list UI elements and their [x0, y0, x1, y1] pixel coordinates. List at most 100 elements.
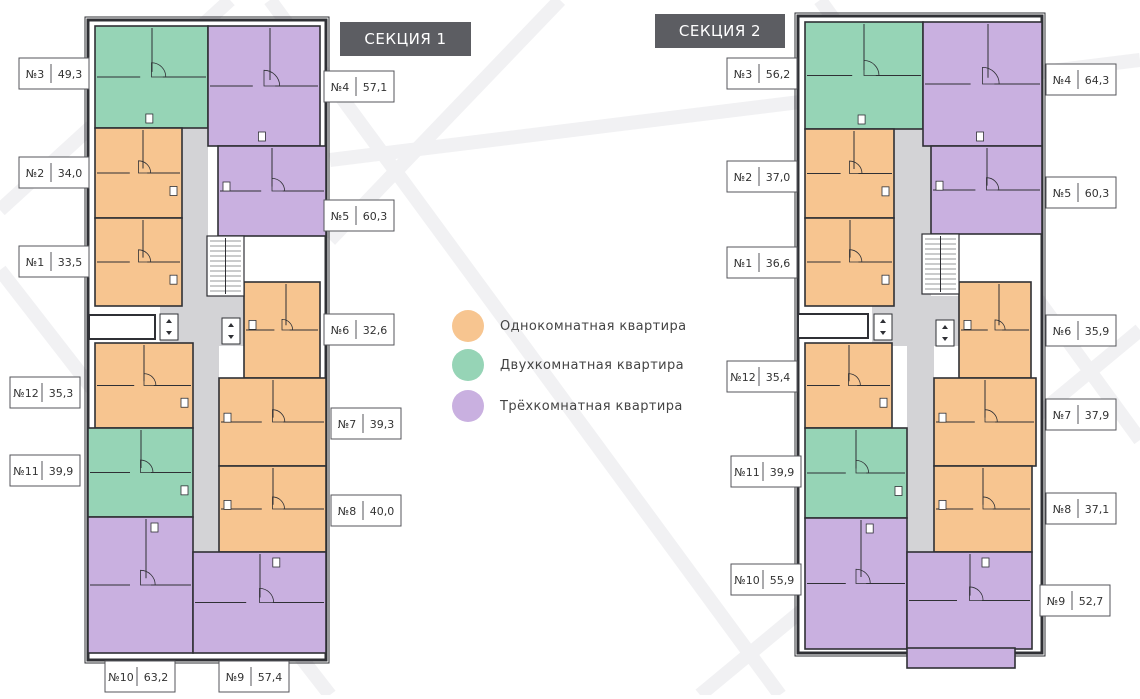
corridor [193, 346, 219, 552]
apartment-number: №7 [338, 418, 356, 431]
sanitary-fixture [865, 523, 874, 534]
apartment [243, 281, 321, 379]
apartment-area-value: 64,3 [1085, 74, 1110, 87]
section-2-title: СЕКЦИЯ 2 [655, 14, 785, 48]
apartment [87, 427, 194, 518]
apartment-label: №9 52,7 [1039, 584, 1111, 617]
elevator-shaft [221, 317, 241, 345]
sanitary-fixture [223, 412, 232, 423]
legend-swatch-three-room [452, 390, 484, 422]
apartment-number: №12 [13, 387, 38, 400]
sanitary-fixture [857, 114, 866, 125]
corridor [907, 346, 934, 552]
apartment-label-box [730, 455, 802, 488]
apartment-label-box [323, 313, 395, 346]
sanitary-fixture [976, 131, 984, 142]
door-swing [855, 568, 871, 584]
apartment-label-box [18, 245, 90, 278]
entrance-tab [797, 313, 869, 339]
apartment-label: №7 37,9 [1045, 398, 1117, 431]
sanitary-fixture [963, 319, 972, 330]
apartment-area-value: 34,0 [58, 167, 83, 180]
apartment-label-box [323, 199, 395, 232]
sanitary-fixture [169, 186, 178, 196]
apartment-area-value: 39,3 [370, 418, 395, 431]
door-swing [848, 373, 861, 386]
apartment [218, 377, 327, 467]
apartment-area-value: 57,1 [363, 81, 388, 94]
apartment-area-value: 55,9 [770, 574, 795, 587]
door-swing [849, 160, 863, 174]
apartment [207, 25, 321, 147]
sanitary-fixture [938, 499, 947, 510]
door-swing [138, 160, 152, 174]
apartment [804, 128, 895, 219]
apartment-number: №2 [26, 167, 44, 180]
apartment-number: №2 [734, 171, 752, 184]
apartment-area-value: 52,7 [1079, 595, 1104, 608]
sanitary-fixture [223, 499, 232, 510]
apartment-label-box [1045, 63, 1117, 96]
apartment-label: №5 60,3 [1045, 176, 1117, 209]
apartment [906, 551, 1033, 650]
sanitary-fixture [894, 486, 903, 496]
door-swing [994, 319, 1006, 331]
apartment [804, 427, 908, 519]
apartment [933, 465, 1033, 553]
apartment [217, 145, 327, 237]
apartment [922, 21, 1043, 147]
apartment [87, 516, 194, 654]
door-swing [143, 373, 157, 386]
door-swing [863, 60, 880, 76]
apartment-label: №2 34,0 [18, 156, 90, 189]
elevator-shaft [159, 313, 179, 341]
section-plan [794, 12, 1046, 657]
apartment-area-value: 37,0 [766, 171, 791, 184]
section-plan [84, 16, 330, 664]
door-swing [138, 249, 152, 263]
apartment [958, 281, 1032, 379]
apartment-label-box [730, 563, 802, 596]
elevator-arrows-icon [880, 319, 886, 335]
apartment-number: №12 [730, 371, 755, 384]
apartment-number: №7 [1053, 409, 1071, 422]
apartment-area-value: 56,2 [766, 68, 791, 81]
sanitary-fixture [881, 186, 890, 197]
apartment [804, 342, 893, 429]
apartment-label-box [18, 156, 90, 189]
apartment-number: №3 [26, 68, 44, 81]
apartment-label-box [726, 360, 798, 393]
apartment [192, 551, 327, 654]
apartment-label-box [9, 376, 81, 409]
apartment [933, 377, 1037, 467]
door-swing [986, 177, 1000, 191]
apartment-number: №11 [13, 465, 38, 478]
apartment-number: №5 [1053, 187, 1071, 200]
apartment-number: №6 [331, 324, 349, 337]
apartment-label-box [1045, 492, 1117, 525]
apartment-number: №11 [734, 466, 759, 479]
apartment-label-box [726, 57, 798, 90]
apartment-area-value: 60,3 [1085, 187, 1110, 200]
sanitary-fixture [180, 485, 189, 496]
sanitary-fixture [879, 397, 888, 408]
apartment-number: №9 [1047, 595, 1065, 608]
apartment-area-value: 35,4 [766, 371, 791, 384]
apartment-label-box [1045, 398, 1117, 431]
apartment-area-value: 57,4 [258, 671, 283, 684]
door-swing [272, 409, 286, 423]
sanitary-fixture [248, 319, 257, 330]
apartment-area-value: 32,6 [363, 324, 388, 337]
door-swing [263, 69, 281, 87]
apartment-area-value: 37,9 [1085, 409, 1110, 422]
elevator-arrows-icon [228, 323, 234, 339]
apartment-area-value: 63,2 [144, 671, 169, 684]
apartment-label-box [726, 160, 798, 193]
door-swing [151, 62, 167, 78]
